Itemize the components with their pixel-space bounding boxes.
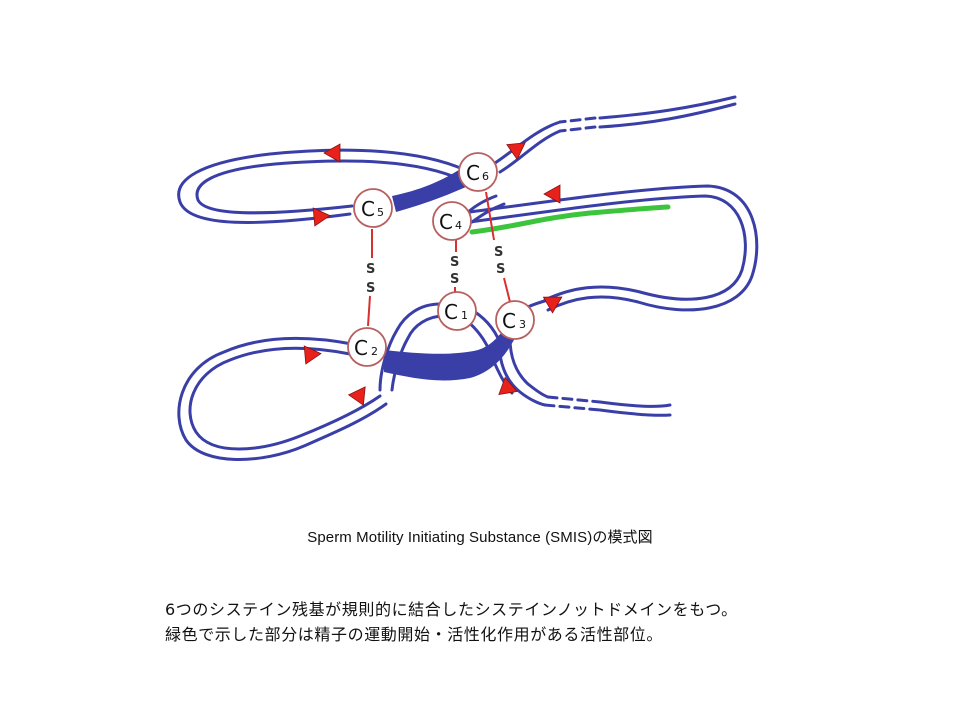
cysteine-number: 5 [377,206,384,219]
cysteine-letter: C [354,336,368,360]
cysteine-c2: C 2 [347,327,387,367]
active-site [469,204,671,235]
cysteine-letter: C [466,161,480,185]
cysteine-letter: C [439,210,453,234]
protein-backbone [177,95,759,461]
cysteine-number: 4 [455,219,462,232]
sulfur-label: S [450,272,459,287]
cysteine-number: 1 [461,309,468,322]
description-line-1: 6つのシステイン残基が規則的に結合したシステインノットドメインをもつ。 [165,600,738,619]
sulfur-label: S [496,262,505,277]
cysteine-c3: C 3 [495,300,535,340]
cysteine-letter: C [502,309,516,333]
cysteine-c5: C 5 [353,188,393,228]
cysteine-number: 6 [482,170,489,183]
cysteine-number: 3 [519,318,526,331]
sulfur-label: S [366,281,375,296]
cysteine-c1: C 1 [437,291,477,331]
disulfide-bond-c2-c5: S S [366,229,375,327]
cysteine-c4: C 4 [432,201,472,241]
sulfur-label: S [494,245,503,260]
cysteine-number: 2 [371,345,378,358]
sulfur-label: S [366,262,375,277]
arrow-icon [323,143,341,163]
cysteine-letter: C [444,300,458,324]
figure-caption: Sperm Motility Initiating Substance (SMI… [307,529,653,546]
disulfide-bond-c1-c4: S S [450,240,459,294]
cysteine-c6: C 6 [458,152,498,192]
disulfide-bond-c3-c6: S S [485,191,511,303]
cysteine-letter: C [361,197,375,221]
description-line-2: 緑色で示した部分は精子の運動開始・活性化作用がある活性部位。 [165,625,664,644]
sulfur-label: S [450,255,459,270]
thick-backbone-segments [384,168,516,381]
figure-description: 6つのシステイン残基が規則的に結合したシステインノットドメインをもつ。 緑色で示… [165,597,865,647]
